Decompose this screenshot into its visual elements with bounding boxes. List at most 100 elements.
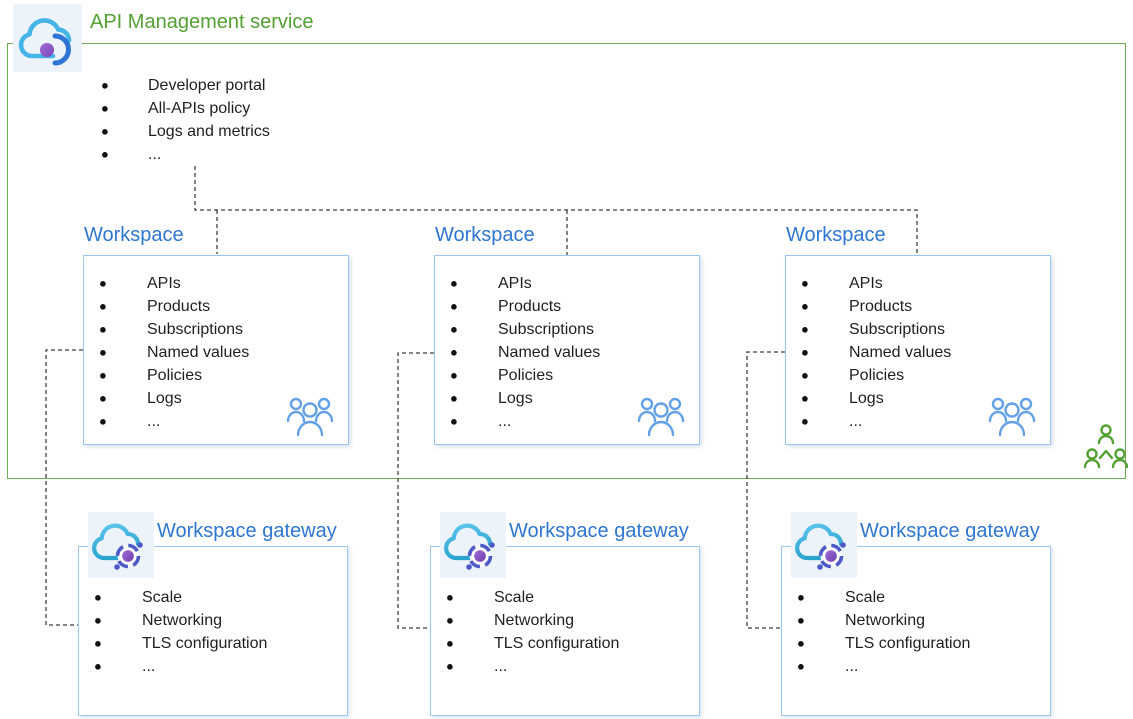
gateway-block-1: ●Scale ●Networking ●TLS configuration ●.… <box>78 512 348 717</box>
bullet-icon: ● <box>801 343 809 359</box>
bullet-icon: ● <box>99 297 107 313</box>
list-item: ●Scale <box>446 588 535 606</box>
people-group-icon <box>988 397 1036 437</box>
list-item: ●Policies <box>450 366 554 384</box>
bullet-icon: ● <box>446 657 454 673</box>
workspace-box: ●APIs ●Products ●Subscriptions ●Named va… <box>83 255 349 445</box>
bullet-icon: ● <box>446 634 454 650</box>
bullet-icon: ● <box>797 634 805 650</box>
api-management-icon <box>13 4 82 72</box>
list-item: ●Logs and metrics <box>101 122 270 140</box>
gateway-title: Workspace gateway <box>860 520 1040 542</box>
bullet-icon: ● <box>801 366 809 382</box>
bullet-icon: ● <box>450 274 458 290</box>
bullet-icon: ● <box>94 588 102 604</box>
list-item: ●Networking <box>94 611 223 629</box>
workspace-gateway-icon <box>791 512 857 578</box>
list-item: ●Policies <box>801 366 905 384</box>
list-item: ●Scale <box>797 588 886 606</box>
list-item: ●... <box>801 412 863 430</box>
bullet-icon: ● <box>450 389 458 405</box>
workspace-block-1: Workspace ●APIs ●Products ●Subscriptions… <box>83 224 349 446</box>
bullet-icon: ● <box>94 634 102 650</box>
bullet-icon: ● <box>99 320 107 336</box>
gateway-feature-list: ●Scale ●Networking ●TLS configuration ●.… <box>79 586 347 678</box>
list-item: ●... <box>446 657 508 675</box>
list-item: ●... <box>99 412 161 430</box>
bullet-icon: ● <box>94 611 102 627</box>
gateway-feature-list: ●Scale ●Networking ●TLS configuration ●.… <box>431 586 699 678</box>
org-people-icon <box>1084 424 1128 469</box>
list-item: ●Developer portal <box>101 76 266 94</box>
workspace-block-2: Workspace ●APIs ●Products ●Subscriptions… <box>434 224 700 446</box>
gateway-block-2: ●Scale ●Networking ●TLS configuration ●.… <box>430 512 700 717</box>
people-group-icon <box>286 397 334 437</box>
workspace-block-3: Workspace ●APIs ●Products ●Subscriptions… <box>785 224 1051 446</box>
bullet-icon: ● <box>801 274 809 290</box>
list-item: ●Named values <box>450 343 601 361</box>
workspace-gateway-icon <box>88 512 154 578</box>
bullet-icon: ● <box>450 412 458 428</box>
list-item: ●... <box>797 657 859 675</box>
list-item: ●All-APIs policy <box>101 99 251 117</box>
bullet-icon: ● <box>99 274 107 290</box>
gateway-feature-list: ●Scale ●Networking ●TLS configuration ●.… <box>782 586 1050 678</box>
bullet-icon: ● <box>446 611 454 627</box>
list-item: ●Products <box>450 297 562 315</box>
workspace-box: ●APIs ●Products ●Subscriptions ●Named va… <box>434 255 700 445</box>
list-item: ●Products <box>801 297 913 315</box>
list-item: ●Subscriptions <box>450 320 595 338</box>
bullet-icon: ● <box>101 122 109 138</box>
workspace-title: Workspace <box>786 224 886 246</box>
list-item: ●Policies <box>99 366 203 384</box>
list-item: ●Subscriptions <box>801 320 946 338</box>
bullet-icon: ● <box>99 366 107 382</box>
list-item: ●Networking <box>446 611 575 629</box>
bullet-icon: ● <box>797 588 805 604</box>
list-item: ●Subscriptions <box>99 320 244 338</box>
bullet-icon: ● <box>450 366 458 382</box>
bullet-icon: ● <box>99 343 107 359</box>
workspace-gateway-icon <box>440 512 506 578</box>
gateway-title: Workspace gateway <box>157 520 337 542</box>
list-item: ●Products <box>99 297 211 315</box>
list-item: ●Logs <box>801 389 884 407</box>
bullet-icon: ● <box>99 389 107 405</box>
bullet-icon: ● <box>450 297 458 313</box>
bullet-icon: ● <box>801 389 809 405</box>
list-item: ●TLS configuration <box>797 634 971 652</box>
workspace-feature-list: ●APIs ●Products ●Subscriptions ●Named va… <box>84 272 348 433</box>
workspace-title: Workspace <box>84 224 184 246</box>
api-management-service-boundary <box>7 43 1126 479</box>
bullet-icon: ● <box>797 611 805 627</box>
list-item: ●Logs <box>450 389 533 407</box>
list-item: ●... <box>101 145 162 163</box>
bullet-icon: ● <box>101 76 109 92</box>
workspace-title: Workspace <box>435 224 535 246</box>
bullet-icon: ● <box>94 657 102 673</box>
list-item: ●TLS configuration <box>94 634 268 652</box>
list-item: ●Networking <box>797 611 926 629</box>
workspace-feature-list: ●APIs ●Products ●Subscriptions ●Named va… <box>786 272 1050 433</box>
people-group-icon <box>637 397 685 437</box>
list-item: ●TLS configuration <box>446 634 620 652</box>
bullet-icon: ● <box>99 412 107 428</box>
list-item: ●Named values <box>99 343 250 361</box>
bullet-icon: ● <box>446 588 454 604</box>
list-item: ●... <box>450 412 512 430</box>
list-item: ●Scale <box>94 588 183 606</box>
bullet-icon: ● <box>801 320 809 336</box>
list-item: ●APIs <box>450 274 532 292</box>
service-feature-list: ●Developer portal ●All-APIs policy ●Logs… <box>86 74 270 166</box>
bullet-icon: ● <box>801 412 809 428</box>
list-item: ●Named values <box>801 343 952 361</box>
bullet-icon: ● <box>101 145 109 161</box>
bullet-icon: ● <box>101 99 109 115</box>
gateway-block-3: ●Scale ●Networking ●TLS configuration ●.… <box>781 512 1051 717</box>
workspace-feature-list: ●APIs ●Products ●Subscriptions ●Named va… <box>435 272 699 433</box>
bullet-icon: ● <box>450 320 458 336</box>
service-title: API Management service <box>90 11 314 33</box>
list-item: ●APIs <box>99 274 181 292</box>
bullet-icon: ● <box>450 343 458 359</box>
